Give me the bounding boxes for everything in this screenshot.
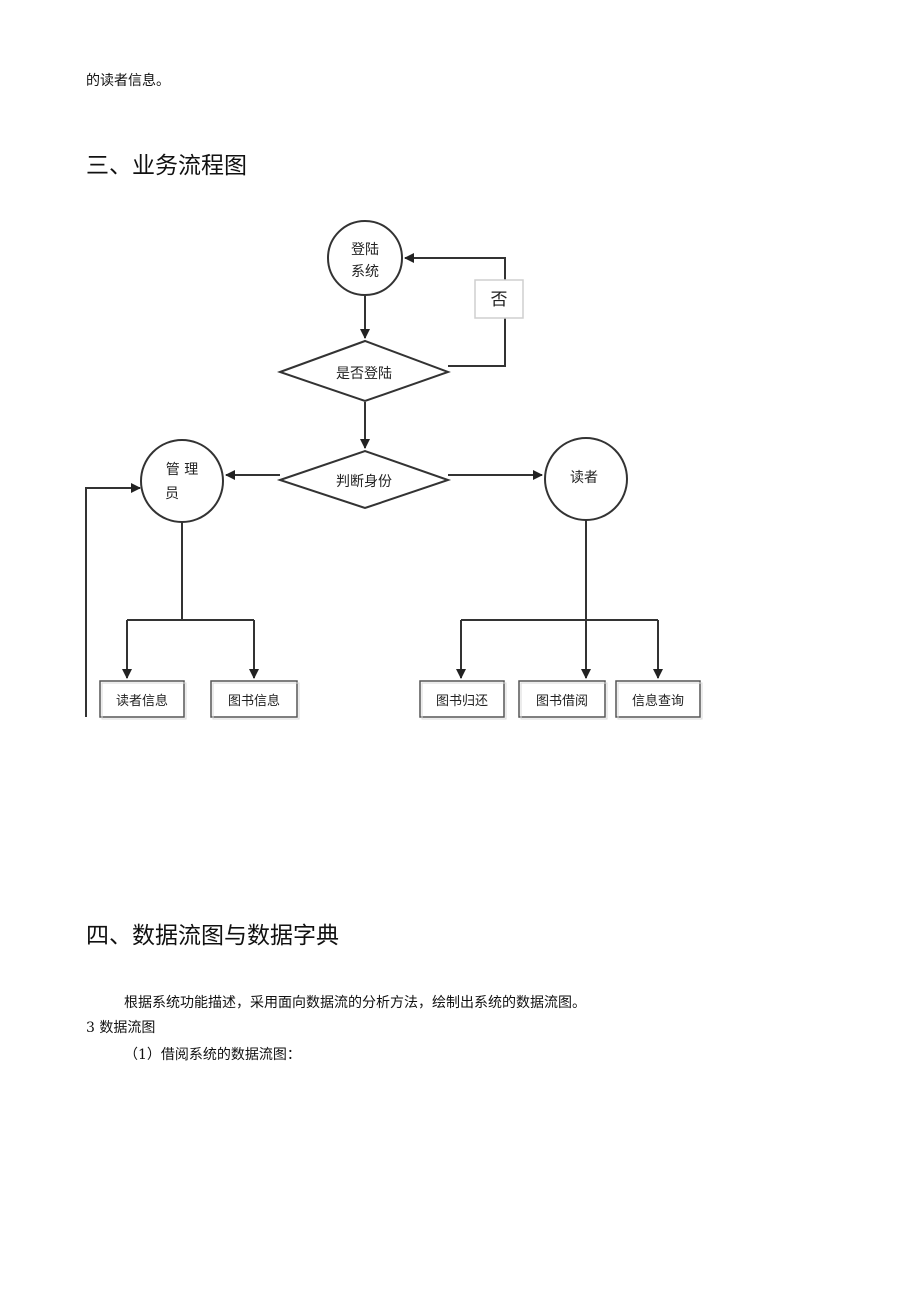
admin-node: 管 理 员 [140, 439, 224, 523]
section-3-title: 三、业务流程图 [86, 153, 247, 179]
borrow-system-dfd-item: （1）借阅系统的数据流图： [124, 1047, 301, 1063]
login-label-line2: 系统 [351, 264, 379, 280]
data-flow-subheading: 3 数据流图 [86, 1020, 156, 1036]
no-label: 否 [491, 290, 508, 310]
book-return-label: 图书归还 [436, 694, 488, 709]
section-4-title: 四、数据流图与数据字典 [86, 923, 339, 949]
reader-node: 读者 [544, 437, 628, 521]
book-return-box: 图书归还 [419, 680, 507, 720]
arrow-left-feedback [85, 483, 141, 717]
check-login-decision: 是否登陆 [276, 339, 451, 403]
book-info-box: 图书信息 [210, 680, 300, 720]
judge-identity-label: 判断身份 [336, 474, 392, 490]
book-info-label: 图书信息 [228, 693, 280, 709]
login-label-line1: 登陆 [351, 242, 379, 258]
admin-label-line2: 员 [165, 486, 179, 502]
intro-tail-text: 的读者信息。 [86, 73, 170, 89]
reader-info-label: 读者信息 [116, 693, 168, 709]
book-borrow-label: 图书借阅 [536, 694, 588, 709]
login-system-node: 登陆 系统 [327, 220, 403, 296]
info-query-label: 信息查询 [632, 693, 684, 709]
section-4-paragraph: 根据系统功能描述，采用面向数据流的分析方法，绘制出系统的数据流图。 [124, 995, 586, 1011]
book-borrow-box: 图书借阅 [518, 680, 608, 720]
admin-label-line1: 管 理 [166, 462, 198, 478]
business-flowchart: 登陆 系统 是否登陆 否 判断身份 管 理 员 读者 [85, 220, 703, 720]
no-label-box: 否 [474, 279, 524, 319]
reader-info-box: 读者信息 [99, 680, 187, 720]
check-login-label: 是否登陆 [336, 366, 392, 382]
judge-identity-decision: 判断身份 [276, 449, 452, 510]
info-query-box: 信息查询 [615, 680, 703, 720]
reader-label: 读者 [570, 469, 598, 486]
